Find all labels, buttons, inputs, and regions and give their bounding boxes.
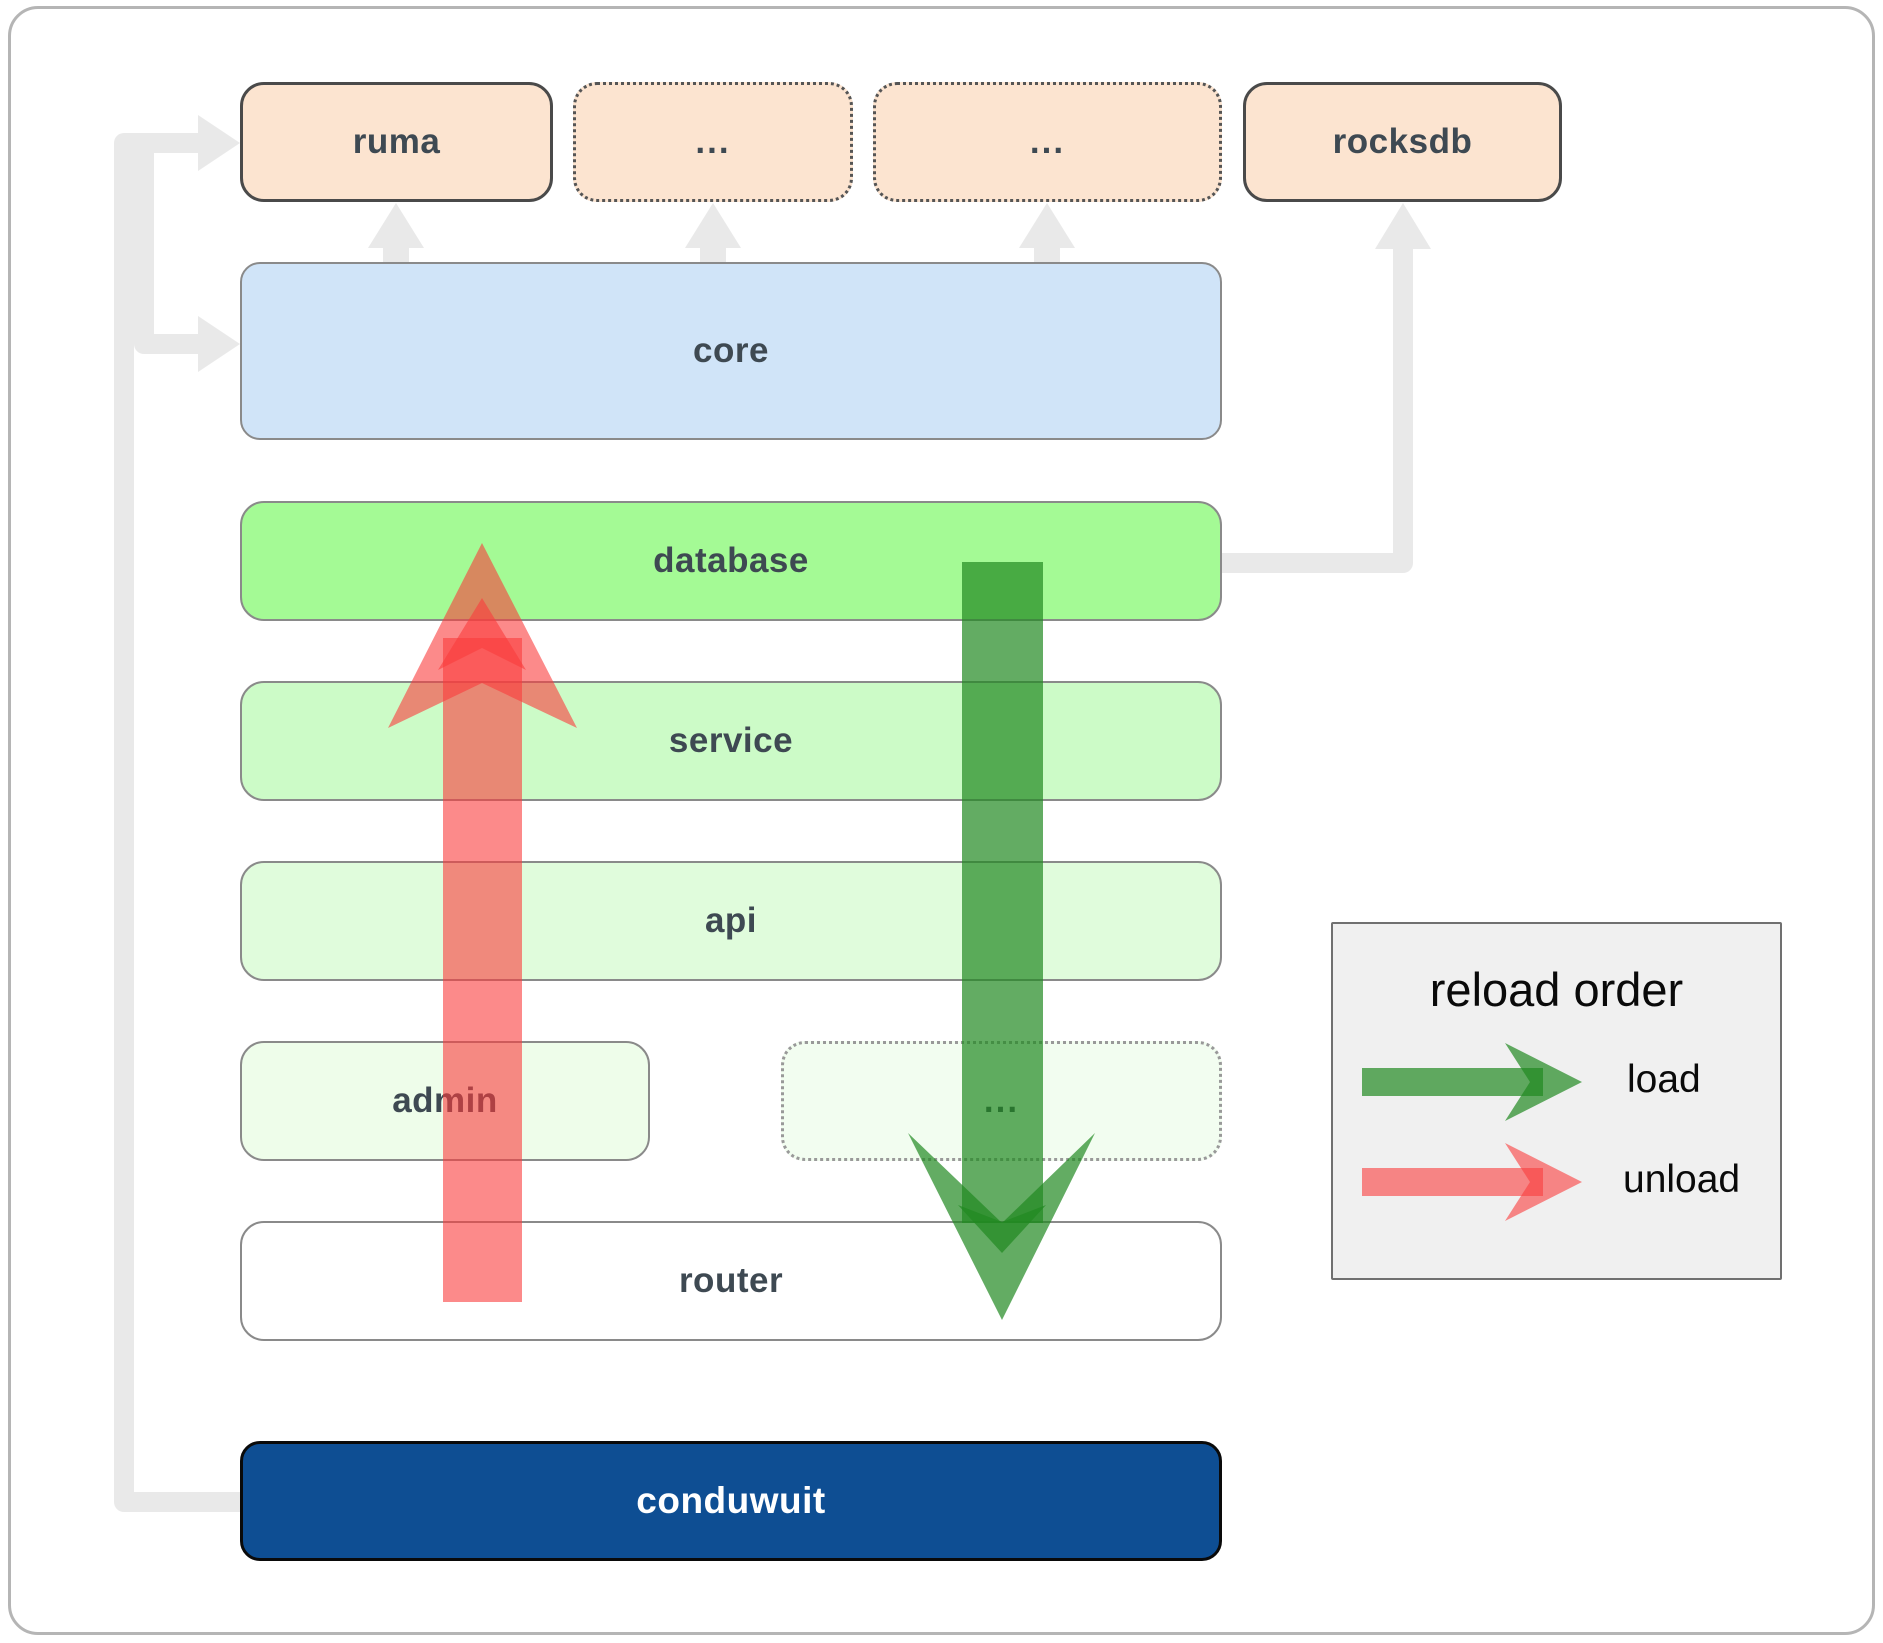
box-conduwuit-label: conduwuit — [636, 1480, 826, 1521]
box-ruma: ruma — [240, 82, 553, 202]
box-router: router — [240, 1221, 1222, 1341]
box-admin: admin — [240, 1041, 650, 1161]
box-core: core — [240, 262, 1222, 440]
box-database: database — [240, 501, 1222, 621]
legend-title: reload order — [1429, 963, 1684, 1016]
legend-box: reload order — [1331, 922, 1782, 1280]
legend-unload-label: unload — [1623, 1158, 1741, 1201]
box-core-label: core — [693, 331, 769, 370]
box-admin-label: admin — [392, 1081, 498, 1120]
box-database-label: database — [653, 541, 809, 580]
box-api: api — [240, 861, 1222, 981]
box-admin-ellipsis-label: ... — [983, 1081, 1020, 1120]
box-ellipsis-2: ... — [873, 82, 1222, 202]
box-rocksdb-label: rocksdb — [1332, 122, 1473, 161]
box-ellipsis-1: ... — [573, 82, 853, 202]
box-router-label: router — [678, 1261, 784, 1300]
diagram-frame — [8, 6, 1875, 1635]
legend-load-label: load — [1627, 1058, 1701, 1101]
box-service-label: service — [668, 721, 794, 760]
box-conduwuit: conduwuit — [240, 1441, 1222, 1561]
box-ruma-label: ruma — [352, 122, 441, 161]
box-ellipsis-2-label: ... — [1029, 122, 1066, 161]
box-ellipsis-1-label: ... — [695, 122, 731, 161]
box-service: service — [240, 681, 1222, 801]
box-api-label: api — [704, 901, 758, 940]
box-admin-ellipsis: ... — [781, 1041, 1222, 1161]
box-rocksdb: rocksdb — [1243, 82, 1562, 202]
